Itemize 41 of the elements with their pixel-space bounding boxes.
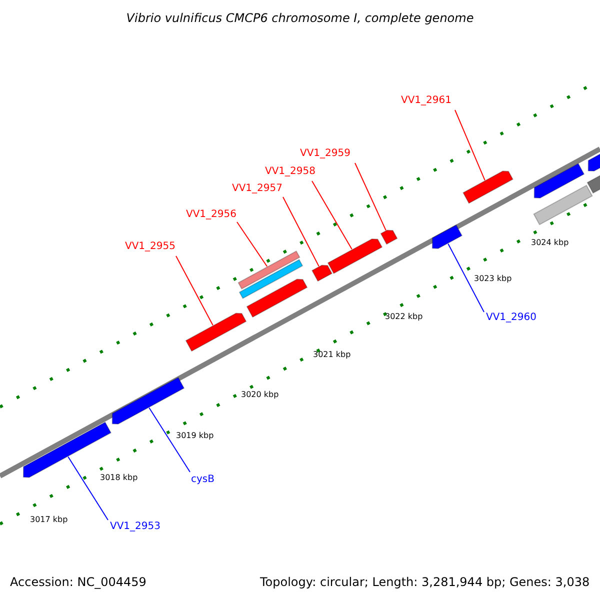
gene-bar — [380, 230, 398, 245]
gene-bar — [462, 170, 514, 204]
scale-label: 3018 kbp — [100, 474, 138, 482]
scale-label: 3019 kbp — [176, 432, 214, 440]
footer-text: Accession: NC_004459 — [10, 576, 146, 588]
gene-bar — [327, 238, 383, 274]
leader-line — [354, 162, 386, 231]
leader-line — [454, 110, 486, 181]
gene-bar — [534, 162, 585, 199]
scale-label: 3020 kbp — [241, 391, 279, 399]
leader-line — [176, 256, 214, 326]
gene-bar — [533, 184, 593, 226]
gene-label: VV1_2960 — [486, 313, 536, 323]
leader-line — [236, 222, 268, 267]
gene-label: VV1_2953 — [110, 522, 160, 532]
gene-label: VV1_2956 — [186, 210, 236, 220]
gene-bar — [238, 250, 300, 290]
gene-bar — [238, 258, 304, 300]
footer-text: Topology: circular; Length: 3,281,944 bp; Genes: 3,038 — [260, 576, 590, 588]
title: Vibrio vulnificus CMCP6 chromosome I, complete genome — [125, 12, 475, 24]
leader-line — [448, 243, 484, 312]
gene-label: VV1_2959 — [300, 149, 350, 159]
leader-line — [312, 180, 352, 250]
leader-line — [282, 196, 320, 267]
scale-label: 3024 kbp — [531, 239, 569, 247]
gene-label: VV1_2961 — [401, 96, 452, 106]
gene-bar — [311, 264, 333, 282]
scale-label: 3017 kbp — [30, 516, 68, 524]
gene-bar — [246, 278, 308, 318]
scale-label: 3021 kbp — [313, 351, 351, 359]
leader-line — [68, 456, 108, 520]
gene-label: VV1_2955 — [125, 242, 176, 252]
gene-bar — [185, 312, 247, 352]
gene-label: cysB — [191, 475, 214, 485]
scale-label: 3022 kbp — [385, 313, 423, 321]
gene-bar — [432, 224, 463, 250]
scale-label: 3023 kbp — [474, 275, 512, 283]
gene-bar — [112, 376, 185, 425]
gene-label: VV1_2957 — [232, 184, 282, 194]
gene-label: VV1_2958 — [265, 167, 316, 177]
leader-line — [148, 407, 190, 472]
